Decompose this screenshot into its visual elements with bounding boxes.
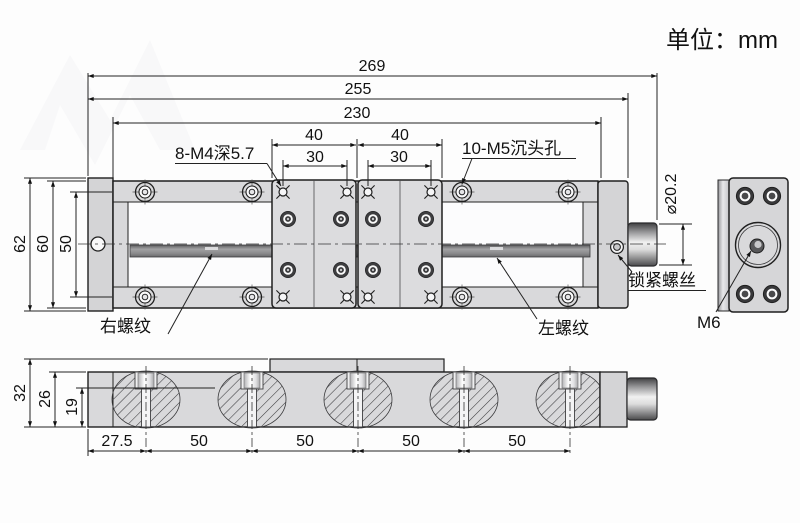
dimensions: 269 255 230 40 40 30 30 62 60 50: [12, 58, 692, 456]
label-right-thread: 右螺纹: [100, 317, 151, 336]
label-left-thread: 左螺纹: [538, 319, 589, 338]
dim-269: 269: [359, 58, 386, 75]
dim-50-c: 50: [402, 433, 420, 450]
dim-27-5: 27.5: [101, 433, 132, 450]
label-m6: M6: [697, 313, 721, 332]
carriage-plate-front: [269, 358, 445, 373]
dim-62: 62: [12, 235, 29, 253]
dim-50-b: 50: [296, 433, 314, 450]
dim-30-right: 30: [390, 149, 408, 166]
dim-32: 32: [12, 384, 29, 402]
thread-break-mark: [490, 247, 503, 250]
dim-30-left: 30: [306, 149, 324, 166]
end-view-center-boss: [734, 221, 782, 269]
adjustment-knob-front: [626, 377, 658, 421]
dim-19: 19: [64, 398, 81, 416]
watermark: [20, 40, 195, 165]
dim-230: 230: [344, 105, 371, 122]
label-m4-holes: 8-M4深5.7: [175, 144, 254, 163]
label-lock-screw: 锁紧螺丝: [628, 271, 696, 290]
thread-break-mark: [205, 247, 218, 250]
dim-40-right: 40: [391, 127, 409, 144]
unit-label: 单位：mm: [666, 27, 778, 54]
front-view: [87, 358, 658, 457]
top-view: [78, 177, 666, 312]
end-view: [717, 177, 789, 313]
dim-60: 60: [35, 235, 52, 253]
dim-255: 255: [345, 81, 372, 98]
end-block-front: [599, 371, 628, 428]
dim-50: 50: [58, 235, 75, 253]
label-m5-holes: 10-M5沉头孔: [462, 139, 561, 158]
dim-knob-diameter: ⌀20.2: [663, 174, 680, 215]
dim-50-d: 50: [508, 433, 526, 450]
callouts: 8-M4深5.7 10-M5沉头孔 右螺纹 左螺纹 锁紧螺丝 M6: [100, 139, 752, 338]
adjustment-knob-top: [627, 222, 658, 267]
dim-50-a: 50: [190, 433, 208, 450]
dim-40-left: 40: [305, 127, 323, 144]
locking-screw: [609, 240, 624, 255]
dim-26: 26: [37, 390, 54, 408]
